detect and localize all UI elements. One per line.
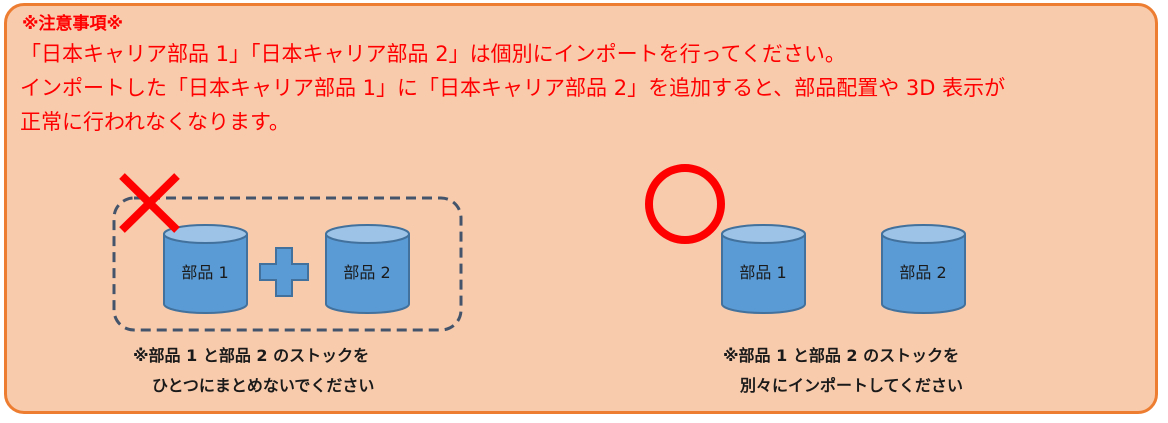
part2-cylinder-correct xyxy=(881,224,966,314)
part2-label-wrong: 部品 2 xyxy=(343,263,391,282)
plus-icon xyxy=(259,247,309,297)
circle-mark-icon xyxy=(645,164,725,244)
correct-caption-line-2: 別々にインポートしてください xyxy=(740,376,964,395)
combined-group-dashed-box xyxy=(112,196,463,332)
notice-line-2: インポートした「日本キャリア部品 1」に「日本キャリア部品 2」を追加すると、部… xyxy=(20,76,1006,100)
part1-cylinder-wrong xyxy=(163,224,248,314)
notice-line-3: 正常に行われなくなります。 xyxy=(20,110,290,134)
part1-label-wrong: 部品 1 xyxy=(181,263,229,282)
notice-heading: ※注意事項※ xyxy=(22,14,124,34)
correct-caption-line-1: ※部品 1 と部品 2 のストックを xyxy=(723,346,960,365)
cross-mark-icon xyxy=(119,173,180,233)
wrong-caption-line-1: ※部品 1 と部品 2 のストックを xyxy=(133,346,370,365)
wrong-caption-line-2: ひとつにまとめないでください xyxy=(152,376,375,395)
part2-cylinder-wrong xyxy=(325,224,410,314)
part2-label-correct: 部品 2 xyxy=(899,263,947,282)
notice-panel xyxy=(4,3,1158,414)
part1-cylinder-correct xyxy=(721,224,806,314)
notice-line-1: 「日本キャリア部品 1」「日本キャリア部品 2」は個別にインポートを行ってくださ… xyxy=(20,42,846,66)
part1-label-correct: 部品 1 xyxy=(739,263,787,282)
